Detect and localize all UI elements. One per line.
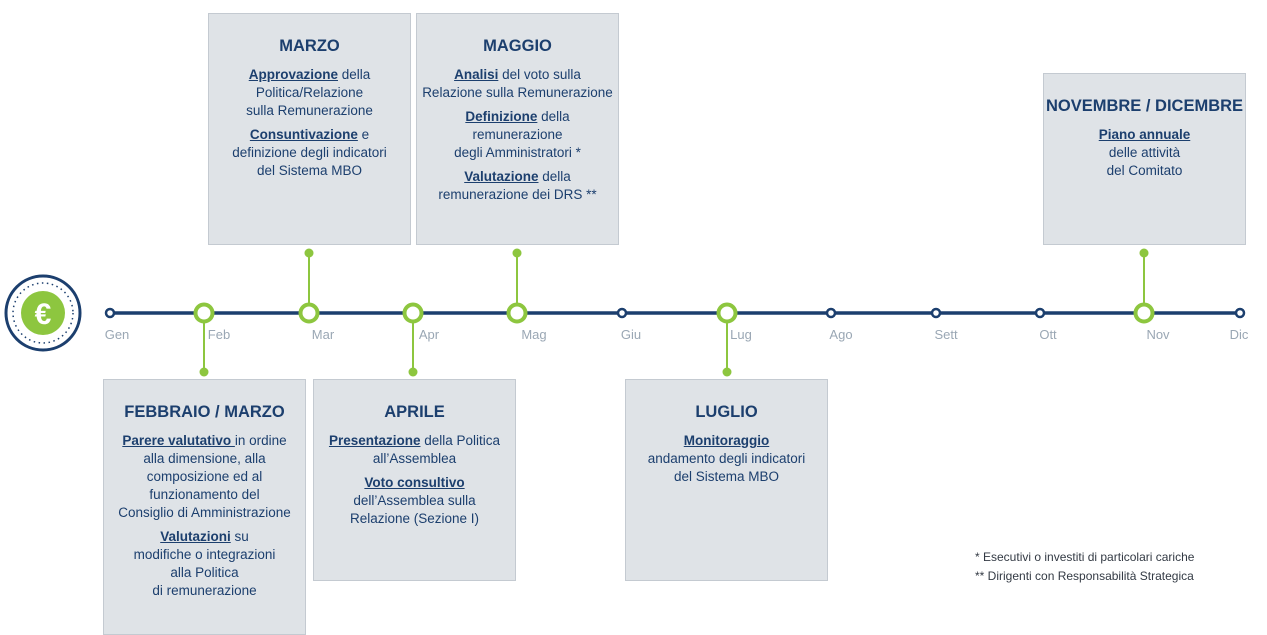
box-paragraph: Voto consultivo dell’Assemblea sulla Rel… (314, 474, 515, 528)
text: del Sistema MBO (256, 163, 363, 178)
month-label-apr: Apr (418, 327, 440, 342)
text: di remunerazione (152, 583, 257, 598)
text: all’Assemblea (372, 451, 457, 466)
text: alla Politica (170, 565, 239, 580)
text: Politica/Relazione (255, 85, 364, 100)
keyword: Consuntivazione (249, 127, 358, 142)
text: in ordine (234, 433, 287, 448)
euro-coin-icon: € (4, 274, 82, 352)
text: alla dimensione, alla (143, 451, 266, 466)
text: delle attività (1108, 145, 1181, 160)
box-paragraph: Definizione della remunerazione degli Am… (417, 108, 618, 162)
keyword: Presentazione (328, 433, 421, 448)
keyword: Monitoraggio (683, 433, 770, 448)
keyword: Definizione (465, 109, 538, 124)
text: remunerazione dei DRS ** (438, 187, 597, 202)
box-title: NOVEMBRE / DICEMBRE (1045, 97, 1244, 115)
text: della Politica (420, 433, 501, 448)
month-label-mar: Mar (311, 327, 335, 342)
box-title: FEBBRAIO / MARZO (124, 403, 285, 421)
box-paragraph: Parere valutativo in ordine alla dimensi… (104, 432, 305, 522)
month-markers-small (104, 307, 1246, 319)
text: della (538, 169, 571, 184)
box-paragraph: Piano annuale delle attività del Comitat… (1044, 126, 1245, 180)
footnote-1: * Esecutivi o investiti di particolari c… (975, 550, 1195, 564)
month-label-lug: Lug (730, 327, 752, 342)
keyword: Approvazione (248, 67, 338, 82)
keyword: Piano annuale (1098, 127, 1191, 142)
month-markers-highlight (193, 302, 1155, 324)
box-paragraph: Presentazione della Politica all’Assembl… (314, 432, 515, 468)
box-paragraph: Monitoraggio andamento degli indicatori … (626, 432, 827, 486)
month-label-dic: Dic (1229, 327, 1249, 342)
text: della (337, 67, 371, 82)
box-title: MAGGIO (483, 37, 552, 55)
box-maggio: MAGGIO Analisi del voto sulla Relazione … (416, 13, 619, 245)
box-luglio: LUGLIO Monitoraggio andamento degli indi… (625, 379, 828, 581)
box-febbraio-marzo: FEBBRAIO / MARZO Parere valutativo in or… (103, 379, 306, 635)
text: definizione degli indicatori (232, 145, 387, 160)
month-label-ago: Ago (829, 327, 853, 342)
text: sulla Remunerazione (246, 103, 373, 118)
keyword: Parere valutativo (122, 433, 235, 448)
footnote-2: ** Dirigenti con Responsabilità Strategi… (975, 569, 1194, 583)
month-label-mag: Mag (521, 327, 547, 342)
text: del Sistema MBO (673, 469, 780, 484)
text: del Comitato (1106, 163, 1183, 178)
box-paragraph: Valutazioni su modifiche o integrazioni … (104, 528, 305, 600)
keyword: Valutazioni (160, 529, 231, 544)
text: Relazione sulla Remunerazione (422, 85, 613, 100)
box-aprile: APRILE Presentazione della Politica all’… (313, 379, 516, 581)
box-paragraph: Approvazione della Politica/Relazione su… (209, 66, 410, 120)
box-paragraph: Analisi del voto sulla Relazione sulla R… (417, 66, 618, 102)
svg-text:€: € (35, 298, 52, 331)
text: funzionamento del (149, 487, 260, 502)
box-paragraph: Consuntivazione e definizione degli indi… (209, 126, 410, 180)
text: e (357, 127, 370, 142)
text: remunerazione (472, 127, 563, 142)
keyword: Analisi (454, 67, 499, 82)
box-title: APRILE (384, 403, 445, 421)
keyword: Valutazione (464, 169, 539, 184)
box-marzo: MARZO Approvazione della Politica/Relazi… (208, 13, 411, 245)
text: composizione ed al (146, 469, 263, 484)
text: Consiglio di Amministrazione (118, 505, 291, 520)
text: su (230, 529, 249, 544)
month-label-gen: Gen (104, 327, 130, 342)
box-novembre-dicembre: NOVEMBRE / DICEMBRE Piano annuale delle … (1043, 73, 1246, 245)
text: Relazione (Sezione I) (349, 511, 480, 526)
month-label-feb: Feb (207, 327, 231, 342)
text: della (537, 109, 570, 124)
month-label-nov: Nov (1146, 327, 1170, 342)
box-title: MARZO (279, 37, 340, 55)
month-label-sett: Sett (934, 327, 958, 342)
month-label-giu: Giu (620, 327, 642, 342)
text: dell’Assemblea sulla (353, 493, 476, 508)
box-title: LUGLIO (695, 403, 758, 421)
text: del voto sulla (498, 67, 581, 82)
text: andamento degli indicatori (647, 451, 806, 466)
text: modifiche o integrazioni (133, 547, 276, 562)
box-paragraph: Valutazione della remunerazione dei DRS … (417, 168, 618, 204)
connectors (203, 253, 1145, 372)
keyword: Voto consultivo (364, 475, 465, 490)
connector-dots (199, 248, 1149, 377)
text: degli Amministratori * (454, 145, 581, 160)
month-label-ott: Ott (1039, 327, 1057, 342)
